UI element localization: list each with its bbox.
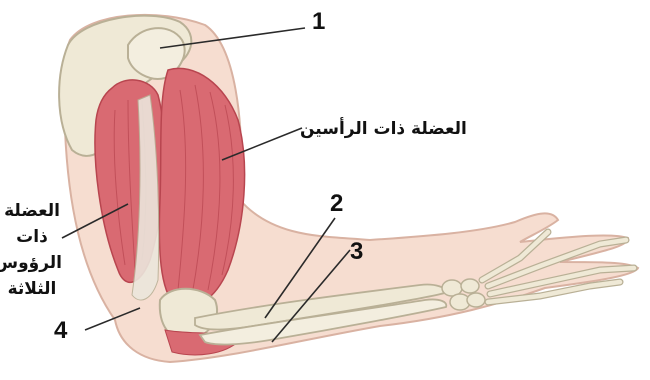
- label-triceps-line1: العضلة: [2, 198, 62, 224]
- label-triceps-line3: الرؤوس: [2, 250, 62, 276]
- label-4: 4: [54, 317, 67, 345]
- label-1: 1: [312, 8, 325, 36]
- label-triceps: العضلة ذات الرؤوس الثلاثة: [2, 198, 62, 302]
- label-triceps-line4: الثلاثة: [2, 276, 62, 302]
- label-triceps-line2: ذات: [2, 224, 62, 250]
- label-3: 3: [350, 238, 363, 266]
- label-biceps: العضلة ذات الرأسين: [300, 116, 467, 142]
- label-2: 2: [330, 190, 343, 218]
